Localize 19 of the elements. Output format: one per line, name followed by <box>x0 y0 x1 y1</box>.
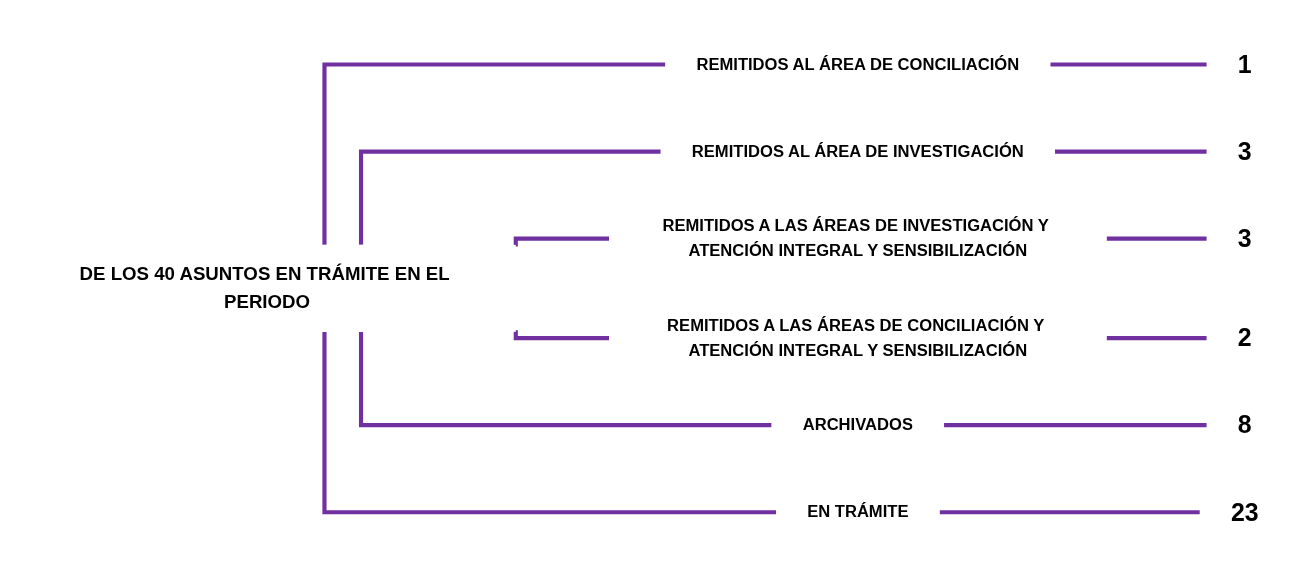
node-text: EN TRÁMITE <box>807 503 909 521</box>
node-text: REMITIDOS A LAS ÁREAS DE CONCILIACIÓN Y ATENCIÓN INTEGRAL Y SENSIBILIZACIÓN <box>667 316 1044 359</box>
node-text: ARCHIVADOS <box>802 415 913 434</box>
connector <box>513 236 610 247</box>
node-text: REMITIDOS AL ÁREA DE INVESTIGACIÓN <box>691 142 1024 160</box>
node-text: 3 <box>1237 137 1252 166</box>
node-text: 2 <box>1237 323 1252 352</box>
node-text: 8 <box>1237 410 1252 439</box>
node-text: 23 <box>1230 497 1259 526</box>
connector <box>322 62 666 245</box>
connector <box>358 332 772 428</box>
node-text: REMITIDOS AL ÁREA DE CONCILIACIÓN <box>696 55 1020 73</box>
connector <box>322 332 777 515</box>
node-text: 3 <box>1237 224 1252 253</box>
node-text: REMITIDOS A LAS ÁREAS DE INVESTIGACIÓN Y ATENCIÓN INTEGRAL Y SENSIBILIZACIÓN <box>662 216 1049 260</box>
connector <box>358 149 661 245</box>
connector <box>513 330 610 341</box>
node-text: DE LOS 40 ASUNTOS EN TRÁMITE EN EL PERIODO <box>79 263 450 313</box>
node-text: 1 <box>1237 50 1252 79</box>
